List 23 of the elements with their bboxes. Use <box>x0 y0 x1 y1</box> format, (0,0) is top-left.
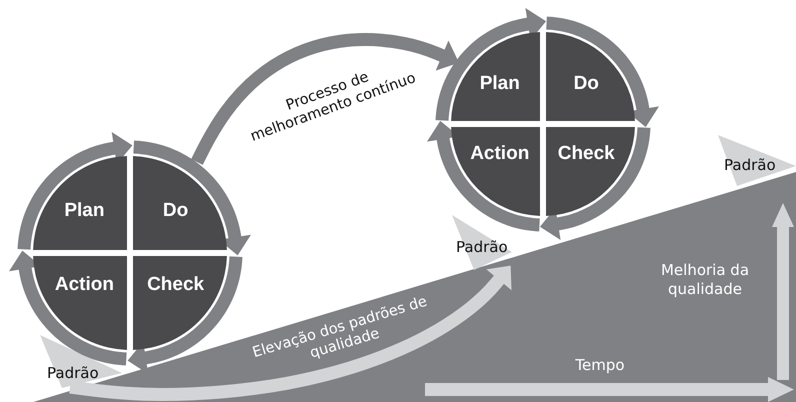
pdca-quadrant <box>33 156 127 250</box>
quadrant-label: Do <box>162 200 188 222</box>
pdca-quadrant <box>133 256 227 350</box>
pdca-quadrant <box>451 127 540 216</box>
quadrant-label: Action <box>470 143 530 166</box>
quadrant-label: Check <box>147 274 204 296</box>
quadrant-label: Check <box>558 143 615 166</box>
cycle-arrow <box>191 33 459 165</box>
pdca-quadrant <box>451 32 540 121</box>
standard-label: Padrão <box>724 156 776 174</box>
pdca-quadrant <box>546 127 635 216</box>
quadrant-label: Plan <box>64 200 104 222</box>
quadrant-label: Do <box>574 73 599 96</box>
pdca-quadrant <box>133 156 227 250</box>
cycle-arrow <box>69 266 512 401</box>
pdca-quadrant <box>546 32 635 121</box>
axis-label: Tempo <box>574 356 626 375</box>
quadrant-label: Plan <box>480 73 520 96</box>
quadrant-label: Action <box>54 274 114 296</box>
axis-label: Melhoria da qualidade <box>660 261 750 299</box>
standard-label: Padrão <box>47 364 99 382</box>
pdca-quadrant <box>33 256 127 350</box>
standard-label: Padrão <box>456 238 508 256</box>
